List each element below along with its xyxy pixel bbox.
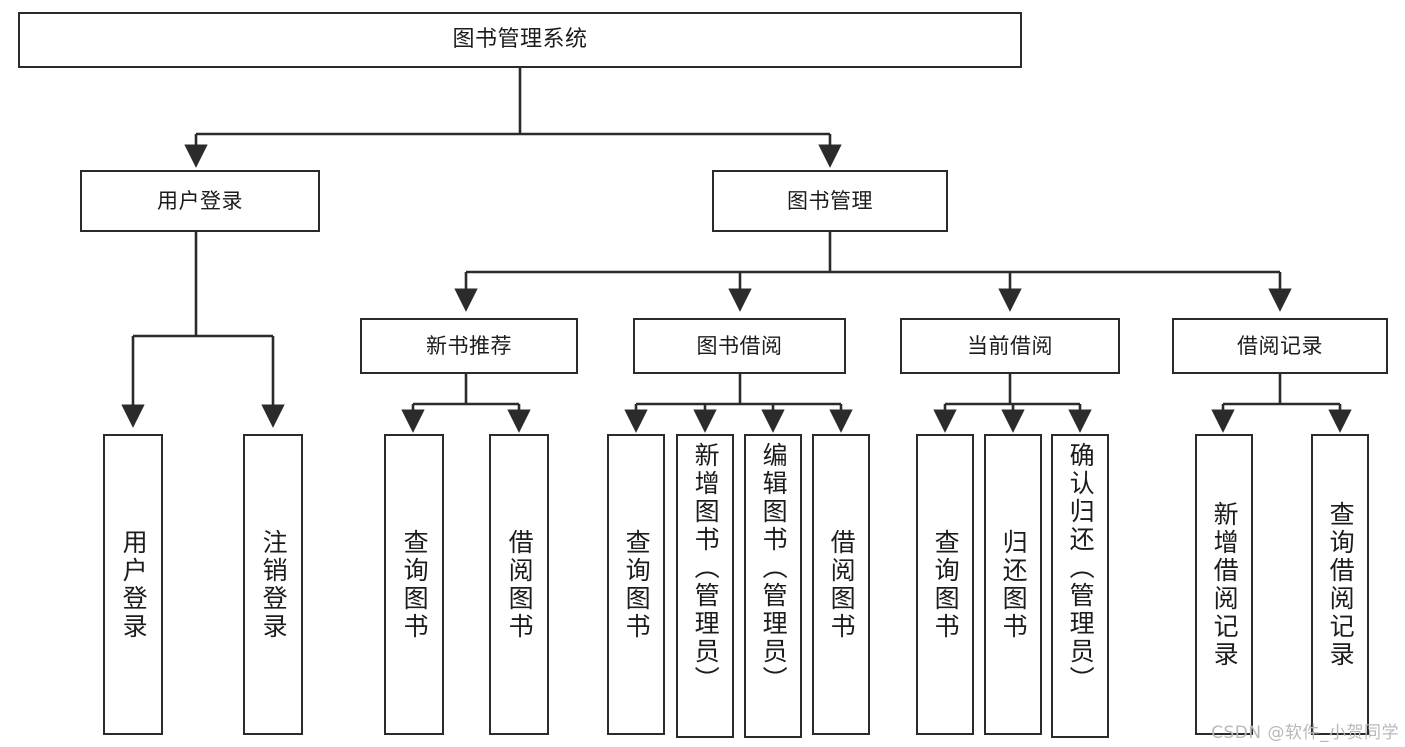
node-label: 用户登录 [119,528,149,641]
node-label: 查询图书 [931,528,961,641]
leaf-record-query[interactable]: 查询借阅记录 [1311,434,1369,735]
node-label: 当前借阅 [967,333,1053,358]
node-label: 新增图书（管理员） [691,442,721,694]
node-book-borrow[interactable]: 图书借阅 [633,318,846,374]
leaf-borrow-add-book[interactable]: 新增图书（管理员） [676,434,734,738]
node-label: 新书推荐 [426,333,512,358]
node-label: 编辑图书（管理员） [759,442,789,694]
leaf-current-confirm-return[interactable]: 确认归还（管理员） [1051,434,1109,738]
node-label: 新增借阅记录 [1210,500,1240,669]
leaf-borrow-edit-book[interactable]: 编辑图书（管理员） [744,434,802,738]
node-label: 查询图书 [622,528,652,641]
leaf-user-logout[interactable]: 注销登录 [243,434,303,735]
leaf-user-login[interactable]: 用户登录 [103,434,163,735]
node-book-management[interactable]: 图书管理 [712,170,948,232]
node-label: 借阅记录 [1237,333,1323,358]
node-label: 查询借阅记录 [1326,500,1356,669]
node-current-borrow[interactable]: 当前借阅 [900,318,1120,374]
node-label: 图书管理系统 [452,27,588,53]
leaf-current-return-book[interactable]: 归还图书 [984,434,1042,735]
node-borrow-record[interactable]: 借阅记录 [1172,318,1388,374]
node-label: 借阅图书 [827,528,857,641]
leaf-recommend-borrow-book[interactable]: 借阅图书 [489,434,549,735]
leaf-record-add[interactable]: 新增借阅记录 [1195,434,1253,735]
node-label: 借阅图书 [505,528,535,641]
node-label: 确认归还（管理员） [1066,442,1096,694]
leaf-recommend-query-book[interactable]: 查询图书 [384,434,444,735]
leaf-borrow-lend-book[interactable]: 借阅图书 [812,434,870,735]
node-label: 归还图书 [999,528,1029,641]
node-root-system[interactable]: 图书管理系统 [18,12,1022,68]
node-label: 查询图书 [400,528,430,641]
node-label: 图书管理 [787,188,873,213]
leaf-borrow-query-book[interactable]: 查询图书 [607,434,665,735]
csdn-watermark: CSDN @软件_小贺同学 [1211,723,1399,743]
node-label: 注销登录 [259,528,289,641]
node-label: 用户登录 [157,188,243,213]
node-label: 图书借阅 [696,333,783,358]
node-new-book-recommend[interactable]: 新书推荐 [360,318,578,374]
leaf-current-query-book[interactable]: 查询图书 [916,434,974,735]
node-user-login[interactable]: 用户登录 [80,170,320,232]
